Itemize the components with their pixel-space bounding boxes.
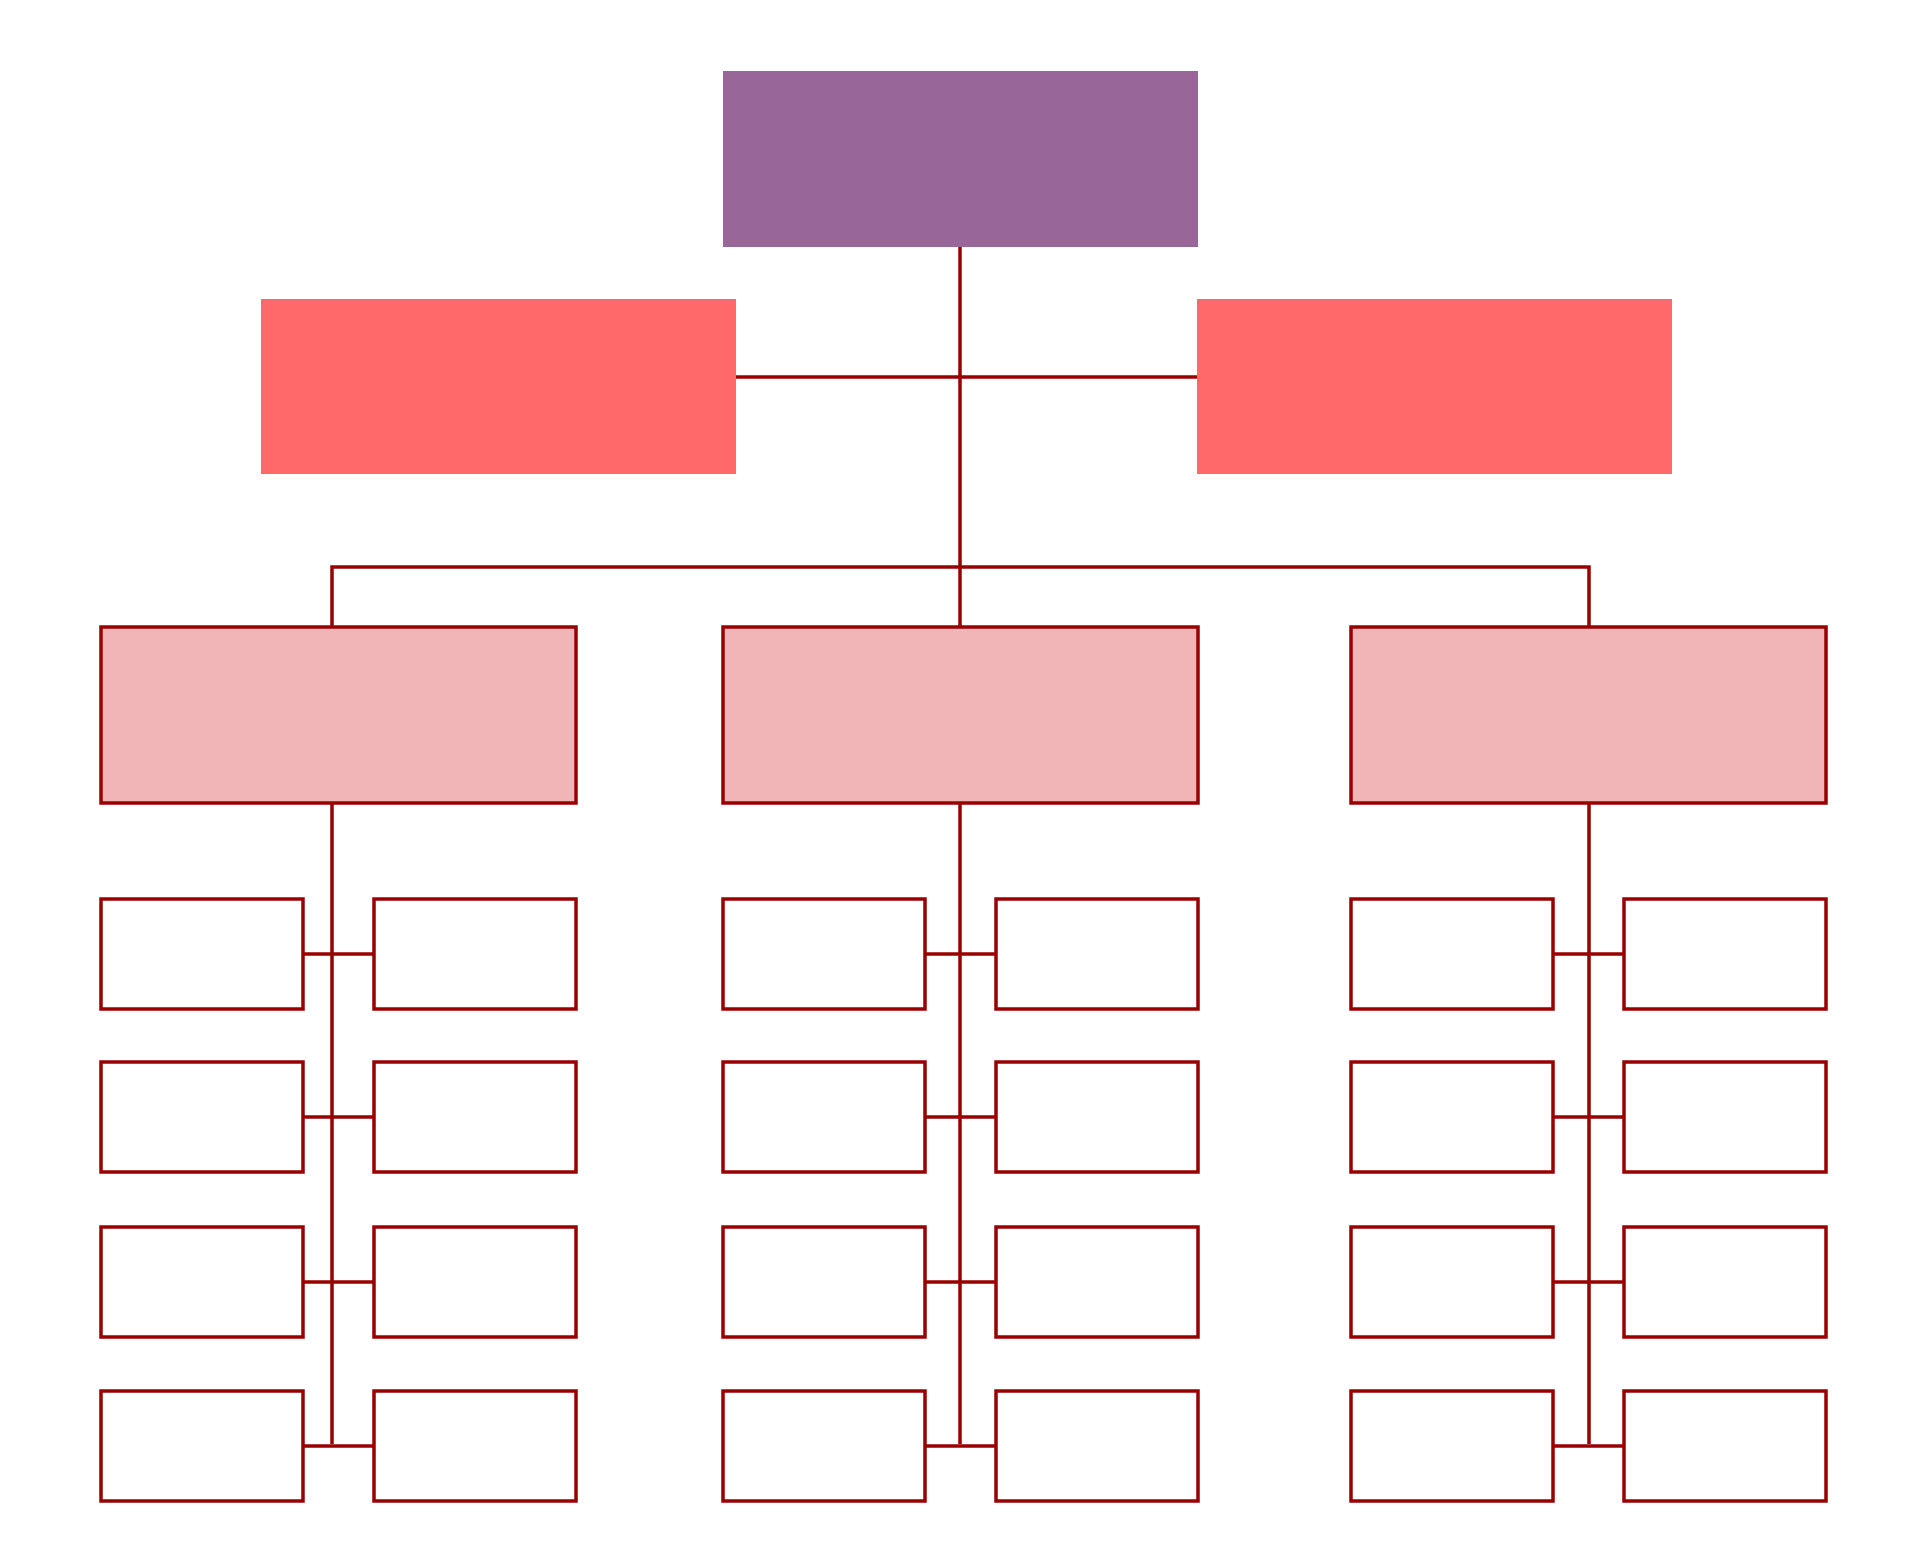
branch-1-leaf-1-left-shape bbox=[99, 897, 305, 1011]
branch-3-node bbox=[1349, 625, 1828, 805]
branch-3-leaf-1-left-shape bbox=[1349, 897, 1555, 1011]
branch-1-leaf-2-left bbox=[99, 1060, 305, 1174]
branch-3-leaf-3-right-shape bbox=[1622, 1225, 1828, 1339]
level1-node-left-shape bbox=[261, 299, 736, 474]
branch-1-node bbox=[99, 625, 578, 805]
branch-3-leaf-2-right-shape bbox=[1622, 1060, 1828, 1174]
branch-1-leaf-2-right-shape bbox=[372, 1060, 578, 1174]
level1-node-left bbox=[261, 299, 736, 474]
branch-2-leaf-2-left bbox=[721, 1060, 927, 1174]
branch-1-leaf-4-right-shape bbox=[372, 1389, 578, 1503]
branch-1-leaf-4-left bbox=[99, 1389, 305, 1503]
branch-2-leaf-1-right bbox=[994, 897, 1200, 1011]
level2-bus bbox=[330, 565, 1591, 627]
level1-node-right-shape bbox=[1197, 299, 1672, 474]
branch-3-leaf-4-right bbox=[1622, 1389, 1828, 1503]
connector-layer bbox=[303, 247, 1624, 1448]
branch-3-leaf-1-right-shape bbox=[1622, 897, 1828, 1011]
branch-1-leaf-1-right-shape bbox=[372, 897, 578, 1011]
branch-2-leaf-1-right-shape bbox=[994, 897, 1200, 1011]
branch-3-leaf-2-left bbox=[1349, 1060, 1555, 1174]
branch-2-leaf-1-left bbox=[721, 897, 927, 1011]
root-node bbox=[723, 71, 1198, 247]
branch-2-leaf-3-left bbox=[721, 1225, 927, 1339]
branch-1-leaf-2-left-shape bbox=[99, 1060, 305, 1174]
branch-2-leaf-1-left-shape bbox=[721, 897, 927, 1011]
branch-1-leaf-3-right bbox=[372, 1225, 578, 1339]
branch-1-leaf-4-right bbox=[372, 1389, 578, 1503]
branch-1-leaf-3-left-shape bbox=[99, 1225, 305, 1339]
branch-3-leaf-2-right bbox=[1622, 1060, 1828, 1174]
branch-2-leaf-2-right-shape bbox=[994, 1060, 1200, 1174]
branch-2-leaf-4-left-shape bbox=[721, 1389, 927, 1503]
branch-1-node-shape bbox=[99, 625, 578, 805]
branch-3-node-shape bbox=[1349, 625, 1828, 805]
branch-3-leaf-4-right-shape bbox=[1622, 1389, 1828, 1503]
node-layer bbox=[99, 71, 1828, 1503]
branch-2-leaf-4-left bbox=[721, 1389, 927, 1503]
branch-2-leaf-2-right bbox=[994, 1060, 1200, 1174]
level1-node-right bbox=[1197, 299, 1672, 474]
branch-2-leaf-3-left-shape bbox=[721, 1225, 927, 1339]
branch-3-leaf-4-left bbox=[1349, 1389, 1555, 1503]
branch-3-leaf-3-left bbox=[1349, 1225, 1555, 1339]
branch-2-node bbox=[721, 625, 1200, 805]
branch-1-leaf-4-left-shape bbox=[99, 1389, 305, 1503]
branch-2-leaf-3-right bbox=[994, 1225, 1200, 1339]
branch-2-leaf-3-right-shape bbox=[994, 1225, 1200, 1339]
branch-2-leaf-4-right bbox=[994, 1389, 1200, 1503]
branch-1-leaf-3-left bbox=[99, 1225, 305, 1339]
branch-2-node-shape bbox=[721, 625, 1200, 805]
branch-1-leaf-2-right bbox=[372, 1060, 578, 1174]
branch-3-leaf-3-left-shape bbox=[1349, 1225, 1555, 1339]
branch-3-leaf-1-right bbox=[1622, 897, 1828, 1011]
branch-1-leaf-3-right-shape bbox=[372, 1225, 578, 1339]
branch-3-leaf-1-left bbox=[1349, 897, 1555, 1011]
branch-2-leaf-4-right-shape bbox=[994, 1389, 1200, 1503]
branch-2-leaf-2-left-shape bbox=[721, 1060, 927, 1174]
branch-3-leaf-2-left-shape bbox=[1349, 1060, 1555, 1174]
branch-1-leaf-1-right bbox=[372, 897, 578, 1011]
root-node-shape bbox=[723, 71, 1198, 247]
branch-3-leaf-3-right bbox=[1622, 1225, 1828, 1339]
branch-1-leaf-1-left bbox=[99, 897, 305, 1011]
branch-3-leaf-4-left-shape bbox=[1349, 1389, 1555, 1503]
